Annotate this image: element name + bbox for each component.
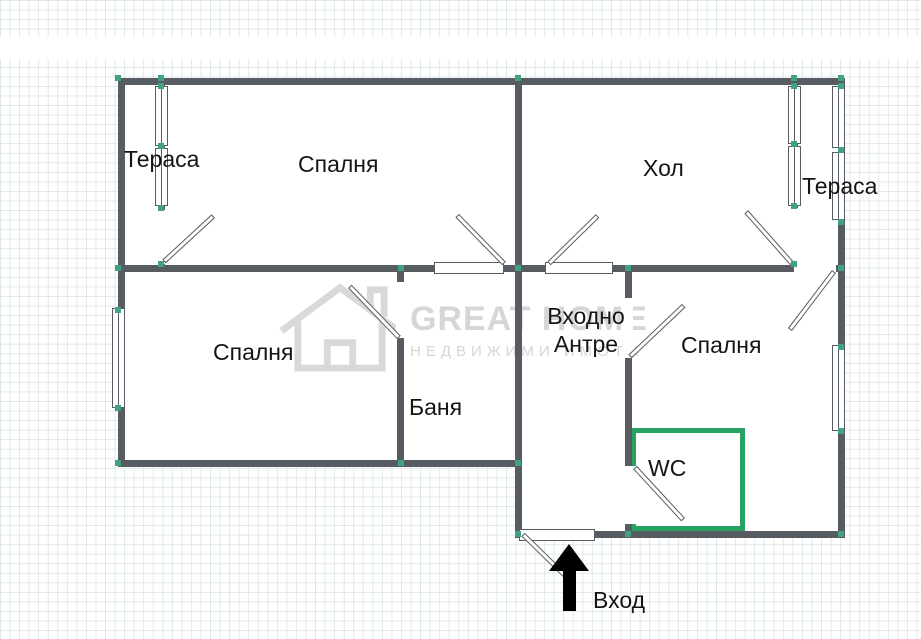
wall[interactable] xyxy=(625,265,632,538)
selection-handle[interactable] xyxy=(158,75,164,81)
selection-handle[interactable] xyxy=(838,83,844,89)
wall[interactable] xyxy=(838,78,845,538)
door-opening xyxy=(157,210,166,264)
selection-handle[interactable] xyxy=(515,265,521,271)
selection-handle[interactable] xyxy=(515,460,521,466)
room-label-bedroom-top[interactable]: Спалня xyxy=(298,151,379,177)
selection-handle[interactable] xyxy=(625,265,631,271)
entrance-arrow-icon[interactable] xyxy=(549,544,589,611)
window[interactable] xyxy=(112,308,125,408)
room-label-hall[interactable]: Хол xyxy=(643,155,684,181)
selection-handle[interactable] xyxy=(158,205,164,211)
window[interactable] xyxy=(155,86,168,146)
door-leaf[interactable] xyxy=(628,303,686,359)
door-leaf[interactable] xyxy=(744,210,794,266)
selection-handle[interactable] xyxy=(838,344,844,350)
door-opening xyxy=(624,298,633,358)
selection-handle[interactable] xyxy=(791,203,797,209)
room-label-bedroom-right[interactable]: Спалня xyxy=(681,332,762,358)
door-leaf[interactable] xyxy=(547,214,600,266)
selection-handle[interactable] xyxy=(838,219,844,225)
room-label-terrace-right[interactable]: Тераса xyxy=(802,173,878,199)
selection-handle[interactable] xyxy=(115,75,121,81)
selection-handle[interactable] xyxy=(115,307,121,313)
selection-handle[interactable] xyxy=(158,143,164,149)
door-opening xyxy=(794,264,836,273)
arrow-head xyxy=(549,544,589,571)
window[interactable] xyxy=(832,345,845,431)
selection-handle[interactable] xyxy=(791,83,797,89)
room-label-wc[interactable]: WC xyxy=(648,455,687,481)
selection-handle[interactable] xyxy=(398,265,404,271)
page-band xyxy=(0,37,921,59)
room-label-bedroom-left[interactable]: Спалня xyxy=(213,339,294,365)
door-leaf[interactable] xyxy=(787,269,836,332)
room-label-terrace-left[interactable]: Тераса xyxy=(124,146,200,172)
wall[interactable] xyxy=(397,265,404,467)
wall[interactable] xyxy=(118,78,125,467)
door-leaf[interactable] xyxy=(455,213,506,266)
selection-handle[interactable] xyxy=(515,75,521,81)
window[interactable] xyxy=(788,86,801,144)
selection-handle[interactable] xyxy=(838,428,844,434)
selection-handle[interactable] xyxy=(838,531,844,537)
watermark: GREAT HOME НЕДВИЖИМИ ИМОТИ xyxy=(276,278,648,374)
door-leaf[interactable] xyxy=(162,214,216,264)
selection-handle[interactable] xyxy=(515,531,521,537)
door-opening xyxy=(396,282,405,338)
wall[interactable] xyxy=(515,78,522,538)
wall[interactable] xyxy=(118,78,845,85)
room-label-entry-hall[interactable]: Входно Антре xyxy=(547,303,625,357)
selection-handle[interactable] xyxy=(791,261,797,267)
selection-handle[interactable] xyxy=(158,83,164,89)
selection-handle[interactable] xyxy=(625,531,631,537)
window[interactable] xyxy=(832,86,845,148)
selection-handle[interactable] xyxy=(115,265,121,271)
selection-handle[interactable] xyxy=(791,141,797,147)
watermark-text: GREAT HOME НЕДВИЖИМИ ИМОТИ xyxy=(410,302,648,360)
door-opening xyxy=(790,208,799,264)
selection-handle[interactable] xyxy=(838,265,844,271)
window[interactable] xyxy=(788,146,801,206)
door-threshold[interactable] xyxy=(434,262,504,274)
selection-handle[interactable] xyxy=(115,405,121,411)
watermark-subtitle: НЕДВИЖИМИ ИМОТИ xyxy=(410,343,644,360)
room-label-bathroom[interactable]: Баня xyxy=(409,394,463,420)
selection-handle[interactable] xyxy=(838,147,844,153)
selection-handle[interactable] xyxy=(158,261,164,267)
selection-handle[interactable] xyxy=(398,460,404,466)
arrow-shaft xyxy=(562,571,576,611)
watermark-brand: GREAT HOME xyxy=(410,300,648,338)
door-threshold[interactable] xyxy=(545,262,613,274)
wall[interactable] xyxy=(515,531,845,538)
selection-handle[interactable] xyxy=(791,75,797,81)
door-leaf[interactable] xyxy=(347,284,401,340)
selection-handle[interactable] xyxy=(838,75,844,81)
door-opening xyxy=(623,466,637,524)
selection-handle[interactable] xyxy=(115,460,121,466)
wall[interactable] xyxy=(118,460,522,467)
entrance-label[interactable]: Вход xyxy=(593,587,646,613)
